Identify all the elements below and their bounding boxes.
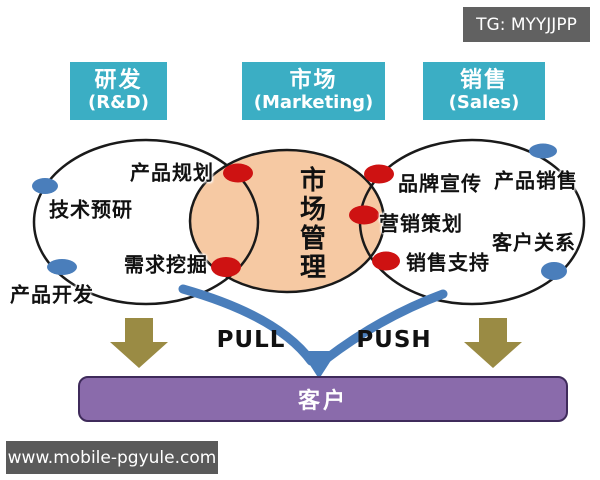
- label-demand-mining: 需求挖掘: [124, 252, 208, 277]
- red-overlap-dot: [372, 251, 400, 271]
- blue-accent-dot: [47, 259, 77, 275]
- rd-box-label-zh: 研发: [94, 68, 143, 93]
- label-tech-preresearch: 技术预研: [49, 197, 133, 222]
- sales-department-box: 销售 (Sales): [423, 62, 545, 120]
- marketing-box-label-zh: 市场: [289, 68, 338, 93]
- pull-curve-arrow: [178, 284, 316, 366]
- converge-arrowhead-icon: [301, 351, 337, 379]
- center-circle-marketing-mgmt: [188, 148, 386, 294]
- blue-accent-dot: [541, 262, 567, 280]
- push-curve-arrow: [321, 289, 448, 364]
- sales-box-label-en: (Sales): [448, 92, 520, 114]
- tg-watermark-text: TG: MYYJJPP: [476, 14, 577, 35]
- marketing-department-box: 市场 (Marketing): [242, 62, 385, 120]
- red-overlap-dot: [349, 205, 379, 225]
- push-label: PUSH: [356, 327, 432, 353]
- label-product-planning: 产品规划: [130, 160, 214, 185]
- red-overlap-dot: [223, 163, 253, 183]
- label-product-development: 产品开发: [10, 282, 94, 307]
- tg-watermark-badge: TG: MYYJJPP: [463, 7, 590, 42]
- blue-accent-dot: [32, 178, 58, 194]
- rd-box-label-en: (R&D): [88, 92, 149, 114]
- site-watermark-badge: www.mobile-pgyule.com: [6, 441, 218, 474]
- site-watermark-text: www.mobile-pgyule.com: [7, 447, 217, 468]
- label-brand-promotion: 品牌宣传: [398, 171, 482, 196]
- marketing-box-label-en: (Marketing): [253, 92, 374, 114]
- label-marketing-planning: 营销策划: [379, 211, 463, 236]
- label-customer-relations: 客户关系: [492, 230, 576, 255]
- red-overlap-dot: [211, 257, 241, 277]
- rd-department-box: 研发 (R&D): [70, 62, 167, 120]
- left-circle-rd: [32, 138, 260, 306]
- pull-label: PULL: [216, 327, 286, 353]
- label-product-sales: 产品销售: [494, 168, 578, 193]
- customer-bar-label: 客户: [297, 389, 348, 414]
- customer-bar: 客户: [78, 376, 568, 422]
- red-overlap-dot: [364, 164, 394, 184]
- down-arrow-icon-left: [110, 318, 168, 368]
- down-arrow-icon-right: [464, 318, 522, 368]
- blue-accent-dot: [529, 143, 557, 159]
- sales-box-label-zh: 销售: [459, 68, 508, 93]
- label-market-management: 市场管理: [295, 166, 326, 282]
- label-sales-support: 销售支持: [406, 250, 490, 275]
